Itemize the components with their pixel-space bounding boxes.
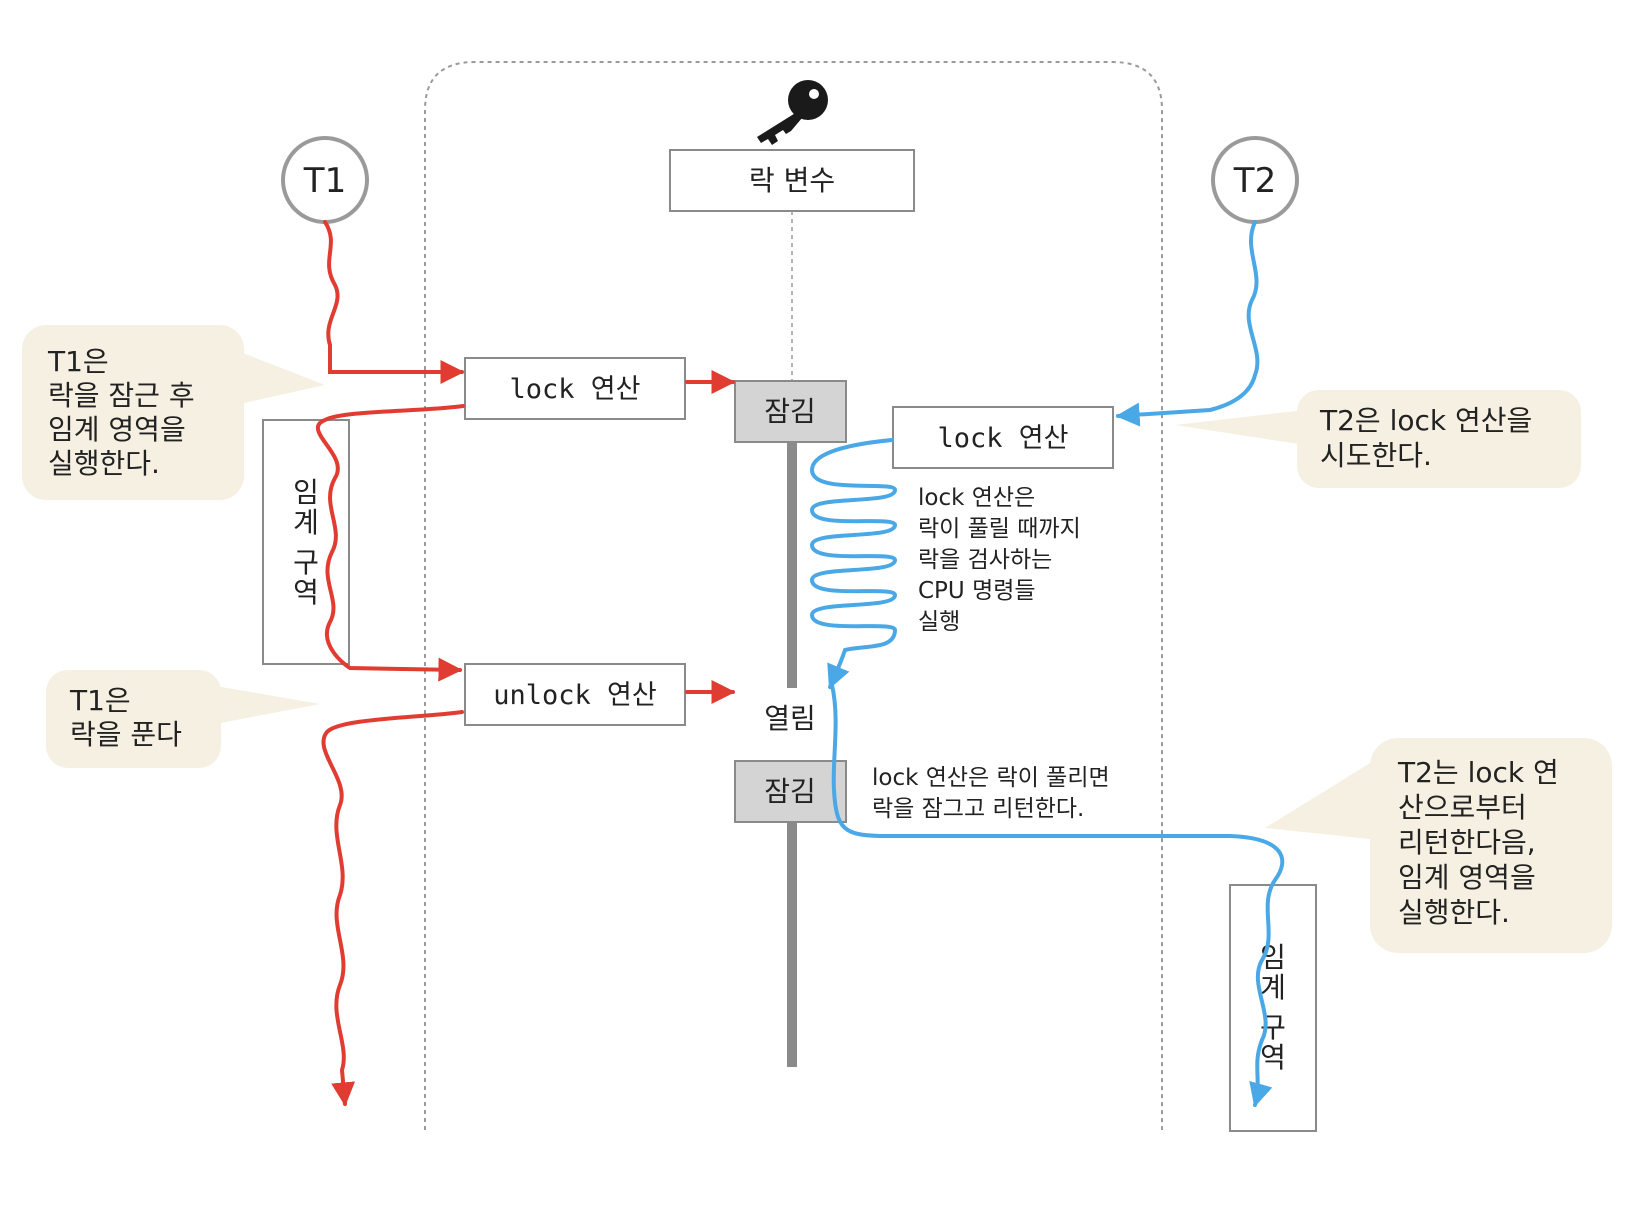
note-spin-line-2: 락이 풀릴 때까지 xyxy=(918,516,1081,542)
note-spin-line-4: CPU 명령들 xyxy=(918,578,1036,604)
t2-cs-char-4: 역 xyxy=(1260,1041,1286,1074)
t2-lock-operation-label: lock 연산 xyxy=(938,423,1069,454)
locked-state-box-1 xyxy=(734,380,847,443)
thread-t2-label: T2 xyxy=(1233,161,1276,201)
locked-state-label-1: 잠김 xyxy=(764,395,816,428)
t1-lock-operation-box xyxy=(464,357,686,420)
note-acquire: lock 연산은 락이 풀리면 락을 잠그고 리턴한다. xyxy=(872,765,1110,822)
t1-cs-char-3: 구 xyxy=(293,546,319,579)
callout-t2-attempt-line-1: T2은 lock 연산을 xyxy=(1319,404,1532,437)
note-spin-line-5: 실행 xyxy=(918,609,960,635)
locked-state-box-2 xyxy=(734,760,847,823)
lock-held-bar-2 xyxy=(787,820,797,1067)
callout-t2-return-line-1: T2는 lock 연 xyxy=(1397,756,1559,789)
t2-critical-section-box xyxy=(1229,884,1317,1132)
callout-t1-acquire-line-4: 실행한다. xyxy=(48,447,160,480)
lock-variable-box xyxy=(669,149,915,212)
callout-t2-return-line-4: 임계 영역을 xyxy=(1398,861,1536,894)
note-acquire-line-2: 락을 잠그고 리턴한다. xyxy=(872,796,1084,822)
note-acquire-line-1: lock 연산은 락이 풀리면 xyxy=(872,765,1110,791)
t1-execution-path xyxy=(315,220,736,1107)
t2-execution-path xyxy=(809,220,1285,1108)
t1-critical-section-text: 임 계 구 역 xyxy=(293,476,319,609)
callout-t1-acquire-line-2: 락을 잠근 후 xyxy=(48,379,195,412)
callout-t2-attempt: T2은 lock 연산을 시도한다. xyxy=(1175,390,1581,488)
t2-cs-char-2: 계 xyxy=(1260,971,1286,1004)
thread-t1-label: T1 xyxy=(303,161,346,201)
callout-t2-return-line-2: 산으로부터 xyxy=(1398,791,1527,824)
t1-unlock-operation-label: unlock 연산 xyxy=(493,680,656,711)
callout-t1-acquire-line-3: 임계 영역을 xyxy=(48,413,186,446)
t1-cs-char-1: 임 xyxy=(293,476,319,509)
t2-lock-operation-box xyxy=(892,406,1114,469)
callout-t2-return-line-5: 실행한다. xyxy=(1398,896,1510,929)
t1-unlock-operation-box xyxy=(464,663,686,726)
callout-t2-return-line-3: 리턴한다음, xyxy=(1398,826,1536,859)
t1-cs-char-2: 계 xyxy=(293,506,319,539)
lock-variable-label: 락 변수 xyxy=(749,164,835,197)
callout-t2-return: T2는 lock 연 산으로부터 리턴한다음, 임계 영역을 실행한다. xyxy=(1265,738,1612,953)
callout-t1-acquire: T1은 락을 잠근 후 임계 영역을 실행한다. xyxy=(22,325,325,500)
note-spin-loop: lock 연산은 락이 풀릴 때까지 락을 검사하는 CPU 명령들 실행 xyxy=(918,485,1081,635)
callout-t1-release: T1은 락을 푼다 xyxy=(46,670,320,768)
callout-t1-release-line-1: T1은 xyxy=(69,684,131,717)
locked-state-label-2: 잠김 xyxy=(764,775,816,808)
t1-cs-char-4: 역 xyxy=(293,576,319,609)
unlocked-state-label: 열림 xyxy=(764,702,816,735)
note-spin-line-3: 락을 검사하는 xyxy=(918,547,1052,573)
callout-t1-acquire-line-1: T1은 xyxy=(47,345,109,378)
note-spin-line-1: lock 연산은 xyxy=(918,485,1035,511)
lock-region-border xyxy=(424,61,1163,1130)
key-icon xyxy=(757,80,828,145)
callout-t1-release-line-2: 락을 푼다 xyxy=(70,718,182,751)
lock-held-bar-1 xyxy=(787,440,797,688)
t1-lock-operation-label: lock 연산 xyxy=(510,374,641,405)
callout-t2-attempt-line-2: 시도한다. xyxy=(1320,439,1432,472)
